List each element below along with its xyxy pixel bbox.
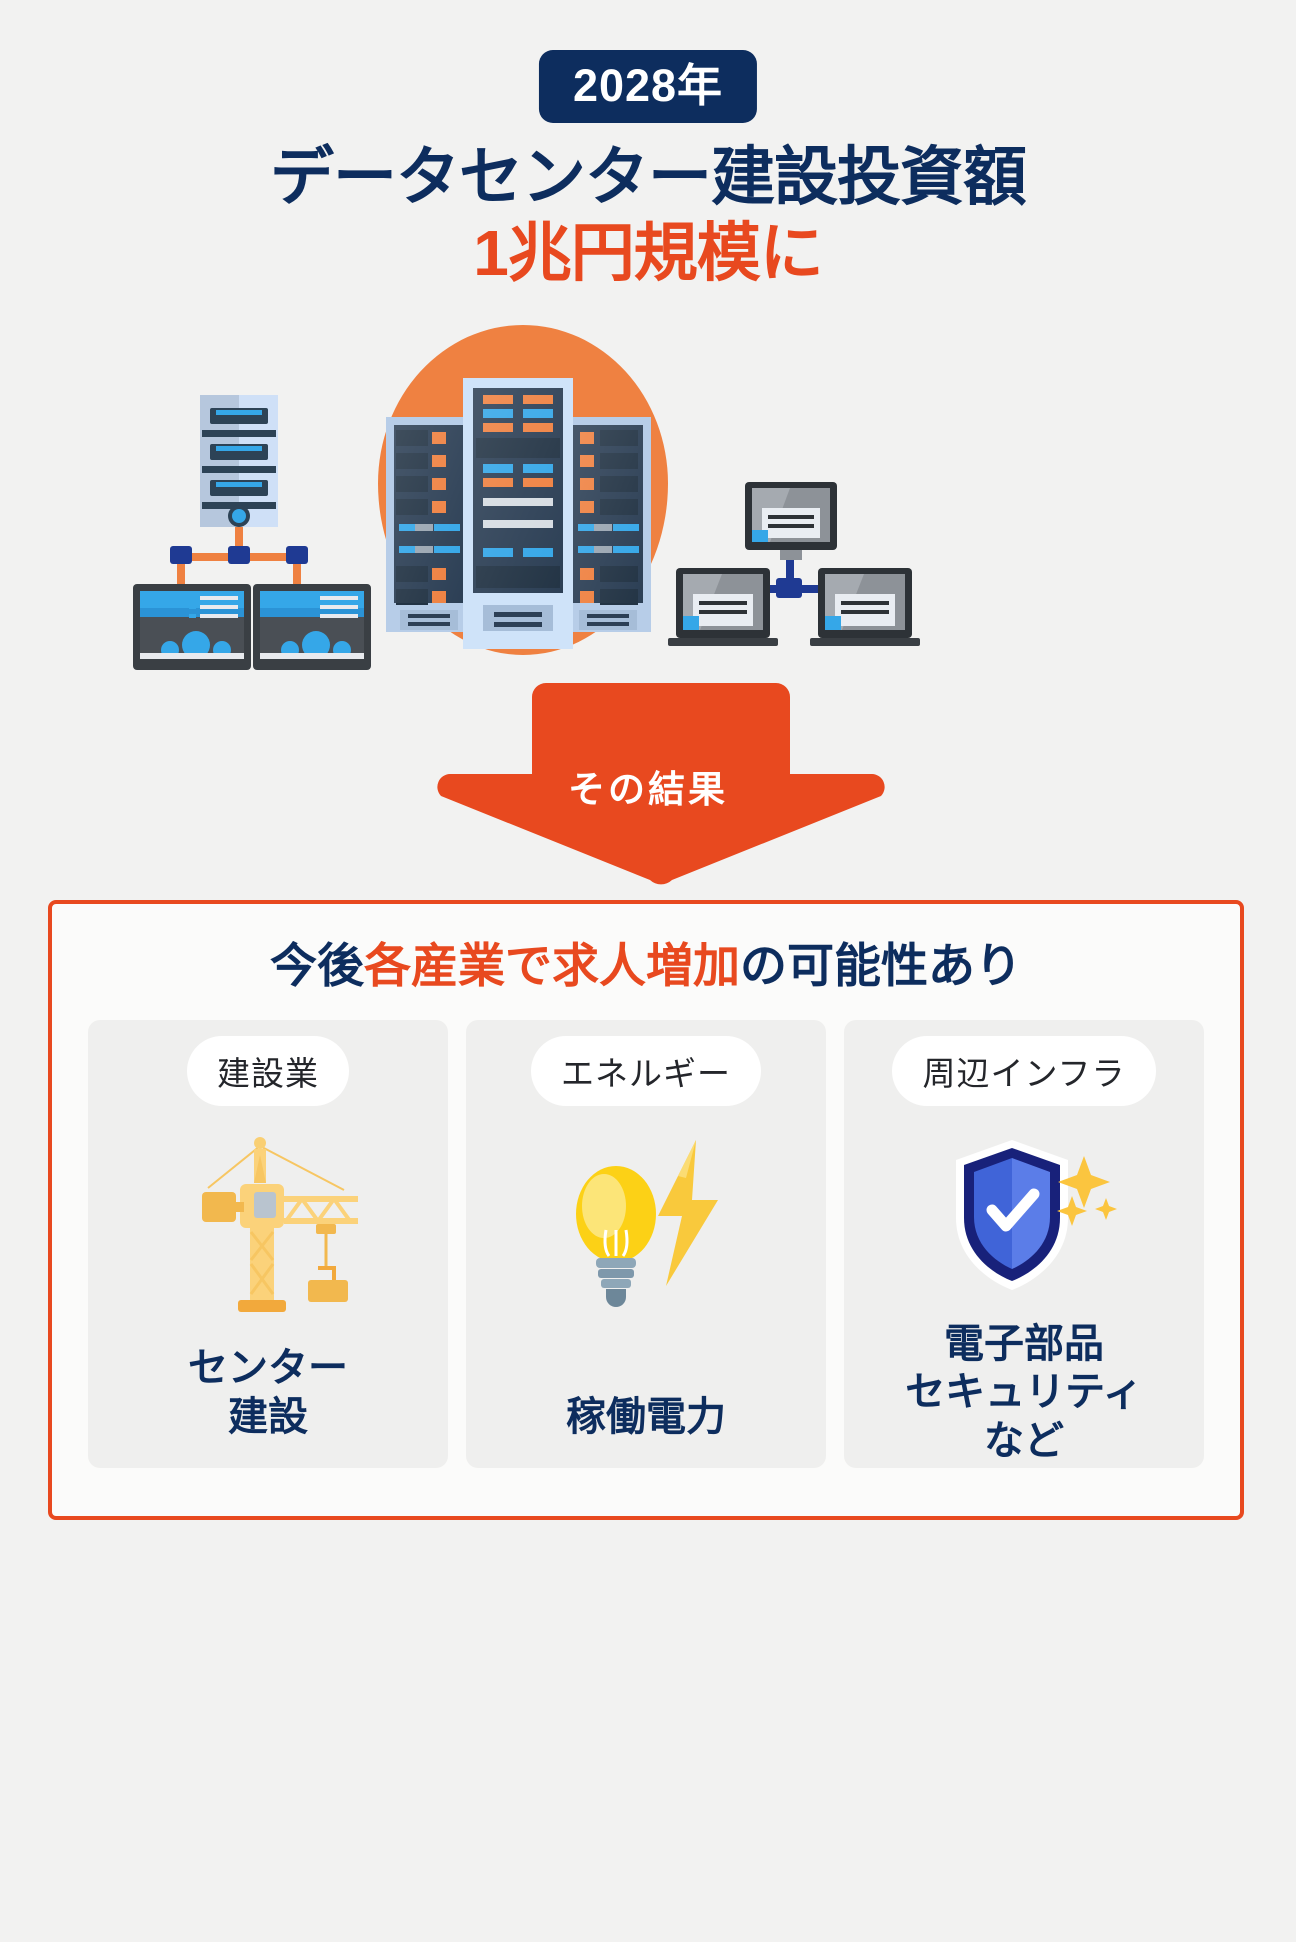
headline-line-2: 1兆円規模に <box>473 216 824 289</box>
panel-title-part-3: の可能性あり <box>740 939 1022 992</box>
left-workstation-group <box>133 395 371 670</box>
crane-icon <box>168 1120 368 1320</box>
card-caption: センター 建設 <box>188 1346 348 1439</box>
lightbulb-bolt-icon <box>546 1120 746 1320</box>
card-chip-label: エネルギー <box>531 1035 761 1106</box>
page-title: データセンター建設投資額 1兆円規模に <box>0 140 1296 291</box>
year-badge: 2028年 <box>538 50 758 123</box>
arrow-label: その結果 <box>568 769 728 810</box>
industry-card-construction: 建設業 <box>88 1019 448 1468</box>
card-caption: 稼働電力 <box>566 1394 726 1439</box>
headline-line-1: データセンター建設投資額 <box>270 141 1027 213</box>
industry-card-energy: エネルギー <box>466 1019 826 1468</box>
card-chip-label: 建設業 <box>187 1035 349 1106</box>
industry-card-infrastructure: 周辺インフラ 電子部品 セキュリティ など <box>844 1019 1204 1468</box>
panel-title-part-2: 各産業で求人増加 <box>364 939 740 992</box>
card-caption: 電子部品 セキュリティ など <box>905 1321 1143 1464</box>
panel-title: 今後各産業で求人増加の可能性あり <box>52 940 1240 992</box>
card-chip-label: 周辺インフラ <box>892 1035 1156 1106</box>
result-arrow: その結果 <box>0 675 1296 890</box>
result-panel: 今後各産業で求人増加の可能性あり 建設業 <box>48 900 1244 1520</box>
hero-illustration <box>0 320 1296 670</box>
shield-check-icon <box>924 1120 1124 1320</box>
arrow-shape <box>437 683 885 885</box>
hero-svg <box>133 378 920 670</box>
server-rack-group <box>386 378 651 649</box>
panel-title-part-1: 今後 <box>270 939 364 992</box>
industry-card-list: 建設業 <box>52 1019 1240 1468</box>
right-devices-group <box>668 482 920 646</box>
